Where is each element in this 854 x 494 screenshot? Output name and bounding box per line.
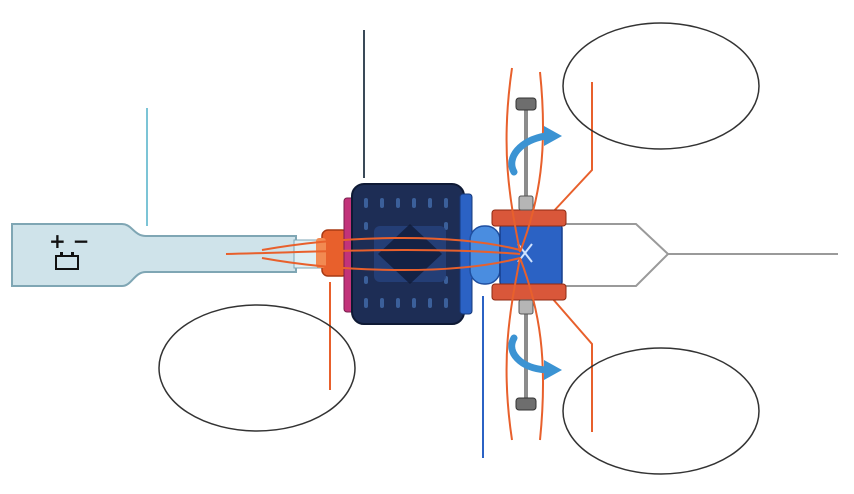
armature-slots: [364, 198, 448, 308]
label-ellipse-bottom-left[interactable]: [158, 304, 356, 432]
coil: [499, 223, 563, 287]
coupling-block: [469, 225, 501, 285]
rotation-arrow-top: [508, 126, 562, 176]
bolt-head-top: [515, 97, 537, 111]
flux-lines: [225, 67, 545, 441]
commutator-ring: [316, 238, 326, 268]
nut-top: [518, 195, 534, 211]
battery-lead: [11, 223, 297, 287]
label-ellipse-top-right[interactable]: [562, 22, 760, 150]
leader-line-top-right: [551, 82, 593, 214]
label-ellipse-bottom-right[interactable]: [562, 347, 760, 475]
bolt-head-bottom: [515, 397, 537, 411]
battery-polarity-label: + −: [49, 229, 89, 253]
battery-icon: + −: [49, 229, 89, 270]
rotation-arrow-bottom: [508, 334, 562, 380]
leader-line-bottom-right: [551, 297, 593, 432]
nut-bottom: [518, 299, 534, 315]
leader-line-coupling: [566, 223, 838, 287]
